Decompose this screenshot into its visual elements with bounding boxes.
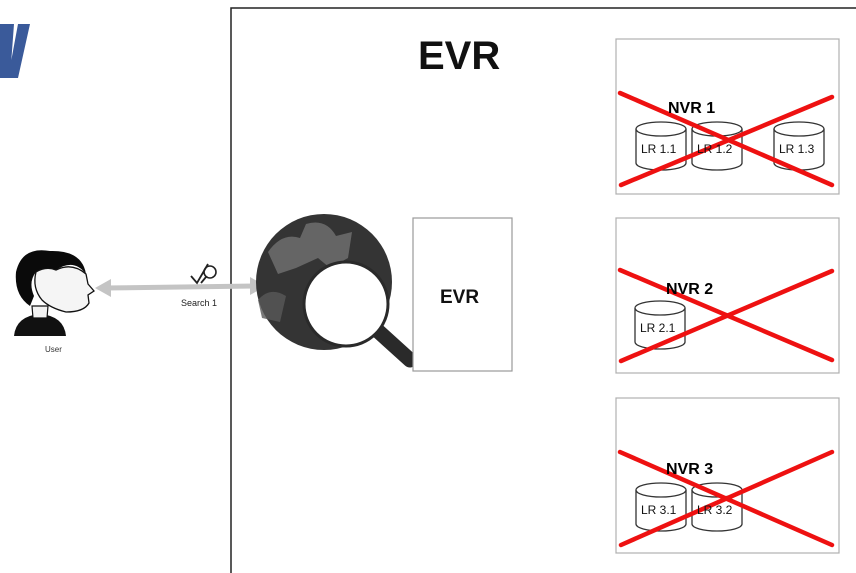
evr-title: EVR [418, 34, 501, 78]
globe-search-icon [256, 214, 418, 368]
repository-label: LR 1.2 [697, 142, 733, 156]
search-label: Search 1 [181, 298, 218, 308]
repository-label: LR 1.1 [641, 142, 677, 156]
evr-box [412, 217, 513, 372]
repository-label: LR 3.1 [641, 503, 677, 517]
database-icon [635, 121, 687, 171]
user-avatar-icon [14, 250, 95, 336]
repository-label: LR 1.3 [779, 142, 815, 156]
nvr-title: NVR 1 [668, 100, 716, 117]
user-label: User [45, 345, 62, 354]
search-arrow [95, 277, 266, 297]
logo-fragment-icon [0, 24, 30, 78]
cross-out-mark [617, 449, 835, 548]
nvr-title: NVR 2 [666, 281, 714, 298]
evr-frame [230, 7, 856, 573]
search-check-icon [190, 263, 217, 285]
evr-box-label: EVR [440, 287, 480, 308]
database-icon [773, 121, 825, 171]
repository-label: LR 2.1 [640, 321, 676, 335]
repository-label: LR 3.2 [697, 503, 733, 517]
cross-out-mark [617, 90, 835, 188]
nvr-title: NVR 3 [666, 461, 714, 478]
cross-out-mark [617, 267, 835, 364]
